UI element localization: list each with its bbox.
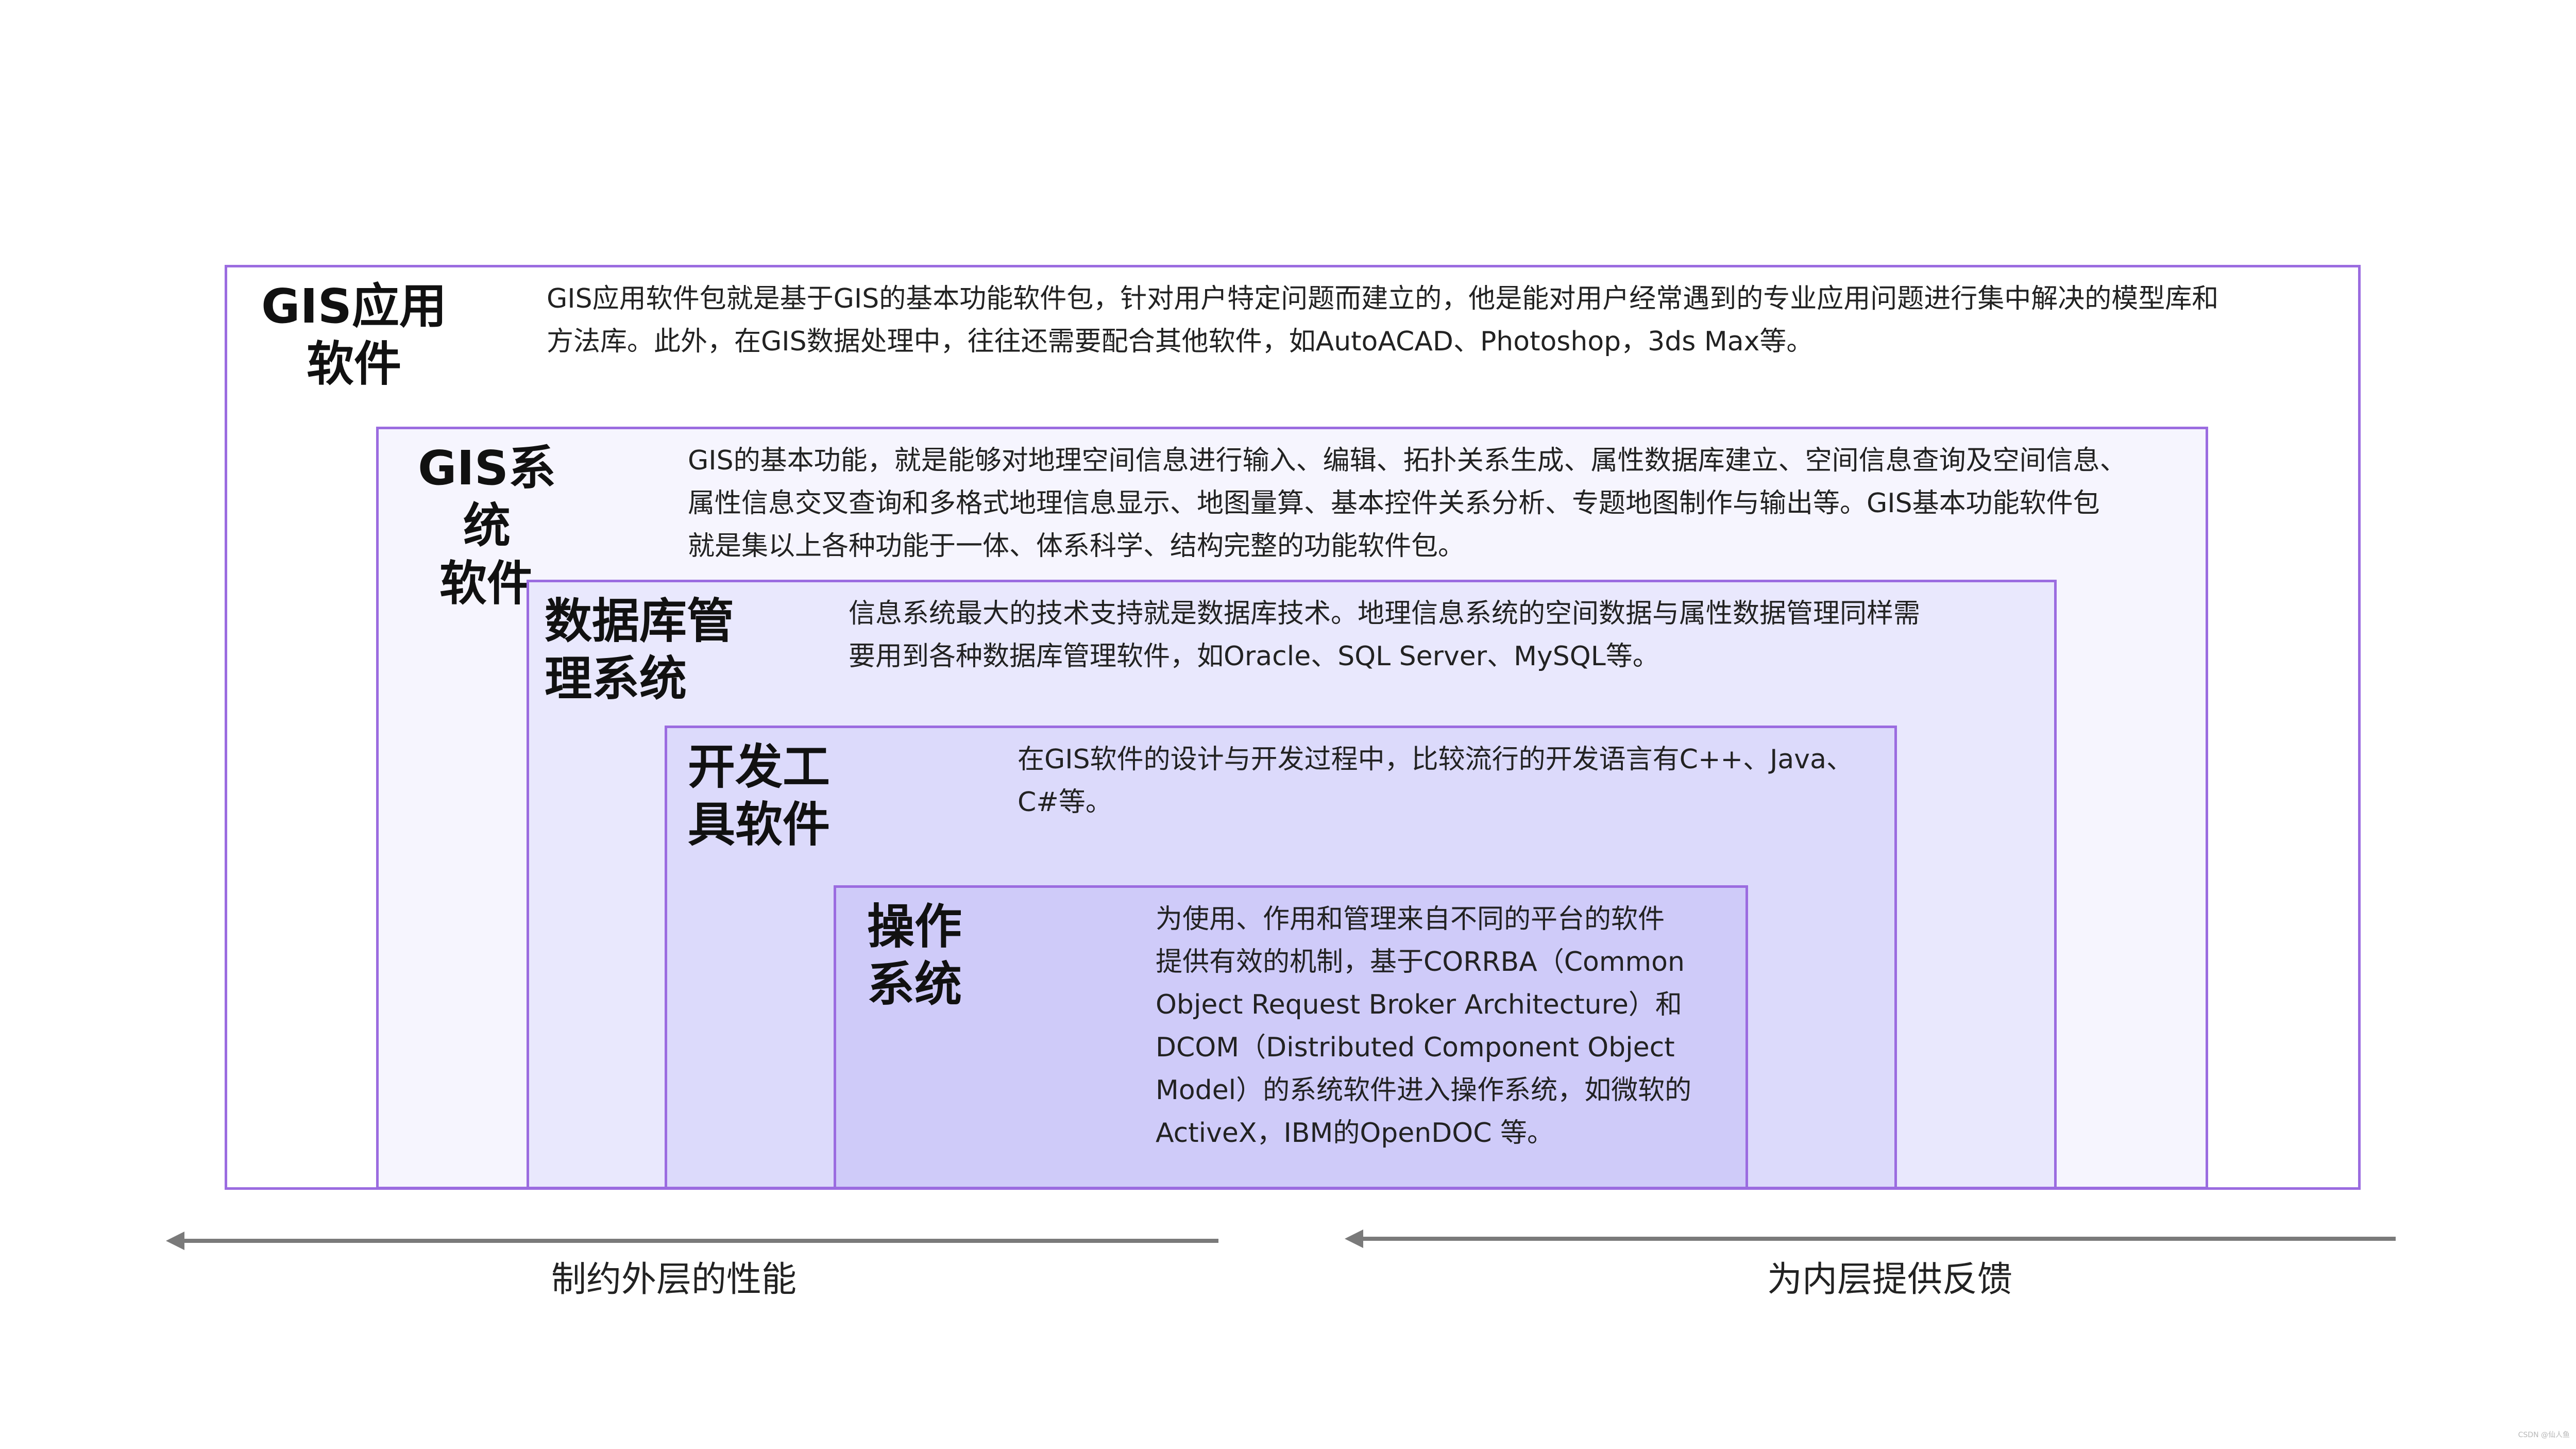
- left-arrow-label: 制约外层的性能: [551, 1259, 797, 1300]
- layer-description-database: 信息系统最大的技术支持就是数据库技术。地理信息系统的空间数据与属性数据管理同样需…: [849, 598, 1921, 672]
- layer-operating-system: 操作 系统 为使用、作用和管理来自不同的平台的软件 提供有效的机制，基于CORR…: [834, 885, 1748, 1189]
- left-arrow-line: [180, 1239, 1218, 1243]
- layer-title-os: 操作 系统: [867, 899, 962, 1012]
- layer-description-gis-application: GIS应用软件包就是基于GIS的基本功能软件包，针对用户特定问题而建立的，他是能…: [547, 283, 2219, 357]
- layer-title-gis-system: GIS系统 软件: [417, 441, 556, 611]
- watermark: CSDN @仙人鱼: [2518, 1431, 2570, 1439]
- layer-description-dev-tools: 在GIS软件的设计与开发过程中，比较流行的开发语言有C++、Java、 C#等。: [1018, 744, 1853, 818]
- layer-description-os: 为使用、作用和管理来自不同的平台的软件 提供有效的机制，基于CORRBA（Com…: [1156, 904, 1692, 1149]
- layer-description-gis-system: GIS的基本功能，就是能够对地理空间信息进行输入、编辑、拓扑关系生成、属性数据库…: [688, 445, 2127, 562]
- layer-title-database: 数据库管 理系统: [545, 594, 735, 706]
- right-arrow-label: 为内层提供反馈: [1767, 1259, 2013, 1300]
- layer-title-dev-tools: 开发工 具软件: [688, 739, 831, 852]
- right-arrow-line: [1360, 1237, 2396, 1241]
- layer-title-gis-application: GIS应用 软件: [261, 279, 447, 392]
